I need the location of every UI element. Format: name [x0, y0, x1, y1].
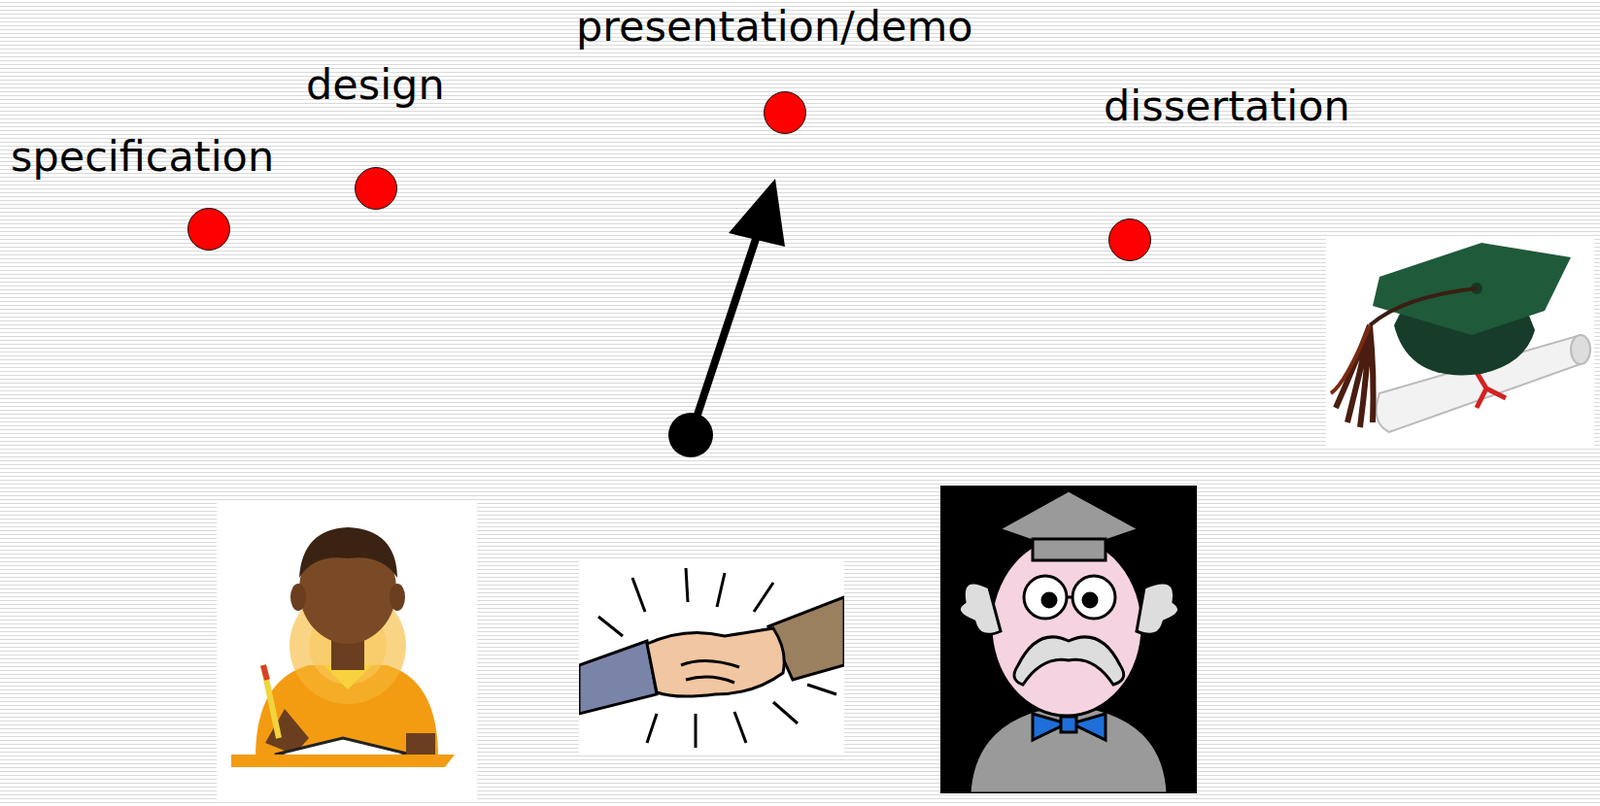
graduation-figure-part [1570, 335, 1591, 365]
professor-clipart [940, 485, 1197, 794]
professor-figure-part [969, 704, 1168, 794]
graduation-figure-part [1335, 325, 1374, 428]
graduation-figure [1330, 242, 1591, 433]
handshake-figure-part [646, 714, 657, 744]
professor-figure-part [990, 537, 1143, 716]
professor-figure-part [1066, 596, 1073, 600]
milestone-node: design [306, 62, 445, 108]
student-figure-part [263, 665, 268, 681]
handshake-figure-part [716, 573, 725, 608]
milestone-dot [354, 167, 398, 210]
graduation-clipart [1326, 238, 1595, 449]
graduation-figure-part [1369, 288, 1477, 326]
clipart-ground [578, 558, 845, 753]
arrow-shaft [690, 233, 758, 436]
handshake-figure-part [694, 714, 698, 749]
professor-figure-part [1014, 637, 1124, 685]
student-figure-part [290, 583, 307, 612]
student-figure [231, 527, 455, 768]
arrow-start-dot [668, 412, 714, 458]
clipart-ground [216, 500, 477, 802]
handshake-figure-part [632, 578, 646, 613]
student-clipart [216, 500, 477, 802]
milestone-dot [1108, 218, 1152, 262]
student-figure-part [263, 665, 279, 739]
handshake-figure-part [578, 641, 657, 715]
clipart-ground [1326, 238, 1595, 449]
professor-figure-part [958, 582, 1001, 635]
student-figure-part [231, 754, 455, 768]
milestone-dot [763, 91, 807, 135]
student-figure-part [299, 527, 398, 579]
handshake-clipart [578, 558, 845, 753]
professor-figure-part [1060, 716, 1077, 733]
handshake-figure-part [734, 712, 747, 744]
milestone-node: dissertation [1103, 83, 1351, 130]
milestone-dot [187, 207, 231, 251]
professor-figure-part [1072, 576, 1116, 619]
milestone-label: presentation/demo [576, 3, 974, 50]
professor-figure [958, 490, 1179, 794]
professor-figure-part [1023, 576, 1067, 619]
milestone-label: specification [10, 134, 274, 180]
milestone-label: dissertation [1103, 83, 1351, 130]
graduation-figure-part [1330, 325, 1370, 394]
handshake-figure [578, 568, 845, 749]
milestone-node: specification [10, 134, 274, 180]
milestone-node: presentation/demo [576, 3, 974, 50]
milestone-label: design [306, 62, 445, 108]
handshake-figure-part [598, 616, 623, 637]
arrow-head [728, 178, 785, 247]
handshake-figure-part [807, 684, 837, 695]
clipart-ground [940, 485, 1197, 794]
professor-figure-part [1136, 582, 1180, 635]
student-figure-part [389, 583, 406, 612]
handshake-figure-part [753, 582, 774, 613]
handshake-figure-part [680, 660, 740, 683]
professor-figure-part [1032, 539, 1106, 561]
professor-figure-part [1083, 593, 1097, 608]
handshake-figure-part [773, 702, 798, 724]
handshake-figure-part [685, 568, 688, 603]
professor-figure-part [1042, 593, 1056, 608]
handshake-figure-part [646, 628, 784, 697]
student-figure-part [406, 733, 436, 755]
